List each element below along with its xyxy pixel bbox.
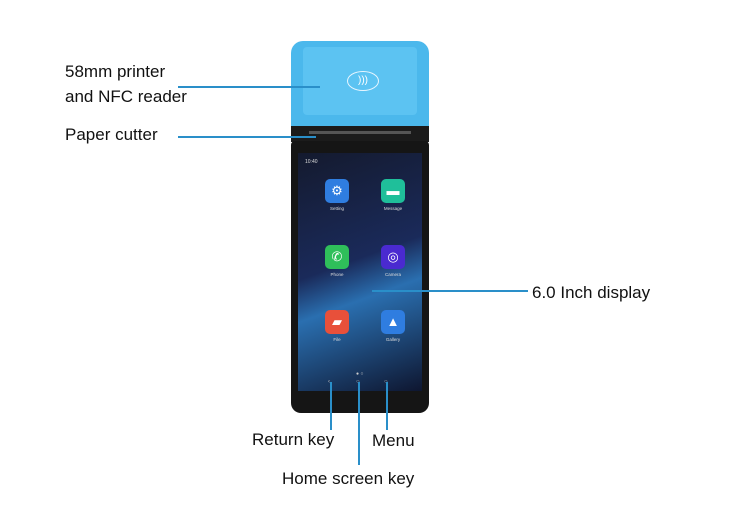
menu-leader-line bbox=[386, 382, 388, 430]
home-leader-line bbox=[358, 382, 360, 465]
display-leader-line bbox=[372, 290, 528, 292]
app-label: Setting bbox=[329, 206, 344, 211]
gallery-icon: ▲ bbox=[381, 310, 405, 334]
return-leader-line bbox=[330, 382, 332, 430]
paper-slot bbox=[309, 131, 411, 134]
display: 10:40 ⚙ Setting ▬ Message ✆ Phone ◎ Camera ▰… bbox=[298, 153, 422, 391]
page-dots: ● ○ bbox=[356, 371, 364, 377]
label-paper-cutter: Paper cutter bbox=[65, 125, 158, 144]
printer-nfc-module: ))) bbox=[291, 41, 429, 133]
home-icon: ○ bbox=[356, 379, 360, 385]
app-message: ▬ Message bbox=[373, 179, 413, 211]
menu-icon: ○ bbox=[384, 379, 388, 385]
app-phone: ✆ Phone bbox=[317, 245, 357, 277]
label-printer: 58mm printer bbox=[65, 62, 166, 81]
app-gallery: ▲ Gallery bbox=[373, 310, 413, 342]
label-return-key: Return key bbox=[252, 430, 335, 449]
app-file: ▰ File bbox=[317, 310, 357, 342]
phone-icon: ✆ bbox=[325, 245, 349, 269]
camera-icon: ◎ bbox=[381, 245, 405, 269]
app-label: Camera bbox=[384, 272, 401, 277]
app-label: Gallery bbox=[385, 337, 401, 342]
printer-leader-line bbox=[178, 86, 320, 88]
paper-cutter bbox=[291, 126, 429, 142]
back-icon: ‹ bbox=[328, 379, 330, 385]
printer-lid: ))) bbox=[303, 47, 417, 115]
status-time: 10:40 bbox=[305, 159, 318, 165]
gear-icon: ⚙ bbox=[325, 179, 349, 203]
app-label: Phone bbox=[330, 272, 344, 277]
app-camera: ◎ Camera bbox=[373, 245, 413, 277]
label-display: 6.0 Inch display bbox=[532, 283, 651, 302]
message-icon: ▬ bbox=[381, 179, 405, 203]
label-home-key: Home screen key bbox=[282, 469, 415, 488]
app-label: Message bbox=[383, 206, 403, 211]
nfc-icon: ))) bbox=[347, 71, 379, 91]
label-nfc: and NFC reader bbox=[65, 87, 187, 106]
app-setting: ⚙ Setting bbox=[317, 179, 357, 211]
app-label: File bbox=[333, 337, 341, 342]
folder-icon: ▰ bbox=[325, 310, 349, 334]
cutter-leader-line bbox=[178, 136, 316, 138]
label-menu: Menu bbox=[372, 431, 415, 450]
device-body: 10:40 ⚙ Setting ▬ Message ✆ Phone ◎ Camera ▰… bbox=[291, 141, 429, 413]
